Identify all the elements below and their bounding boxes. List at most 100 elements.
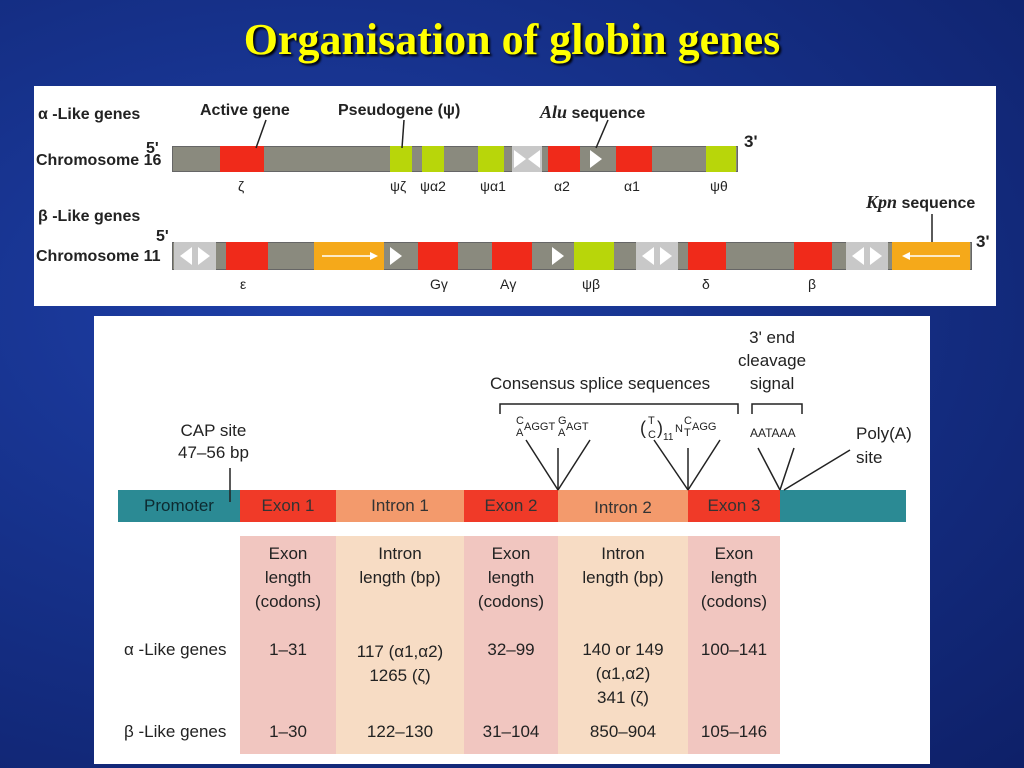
svg-text:A: A [516,427,524,439]
svg-text:AGT: AGT [566,421,589,433]
svg-text:C: C [684,415,692,427]
psi-zeta-gene-block [390,146,412,172]
chromosome-16-label: Chromosome 5'16 [36,140,162,170]
alpha-exon3-cell: 100–141 [700,640,768,659]
header-line: length [264,568,312,587]
chromosome-text: Chromosome [36,152,140,169]
alu-sequence-label: Alu sequence [540,102,645,123]
beta-intron2-cell: 850–904 [589,722,657,741]
beta-row-label: β -Like genes [124,722,227,741]
beta-arrows-5 [846,242,888,270]
beta-gene-label-psi-beta: ψβ [582,276,601,292]
beta-gene-label-beta: β [808,276,817,292]
intron1-header: Intron length (bp) [336,542,464,590]
exon3-segment [688,490,780,522]
five-prime-beta: 5' [156,228,169,245]
beta-arrows-1 [174,242,216,270]
beta-arrow-2 [386,242,408,270]
header-line: length [710,568,758,587]
beta-gene-block [794,242,832,270]
exon3-label: Exon 3 [707,496,761,515]
header-line: Intron [601,544,645,563]
beta-gene-label-g-gamma: Gγ [430,276,448,292]
kpn-rest: sequence [901,195,976,212]
double-arrow-icon [852,247,882,265]
kpn-element-1 [314,242,384,270]
header-line: Exon [714,544,754,563]
exon1-header: Exon length (codons) [240,542,336,614]
header-line: length [487,568,535,587]
end-cleavage-label: 3' end cleavage signal [738,326,806,395]
alpha-row-label: α -Like genes [124,640,227,659]
beta-like-genes-label: β -Like genes [38,208,141,225]
beta-gene-label-epsilon: ε [240,276,247,292]
alpha-intron1-cell: 117 (α1,α2) 1265 (ζ) [336,640,464,688]
alpha-gene-label-psi-alpha1: ψα1 [480,178,506,194]
beta-exon1-cell: 1–30 [269,722,307,741]
kpn-italic: Kpn [866,192,898,212]
end-cleavage-line2: cleavage [738,351,807,370]
psi-beta-gene-block [574,242,614,270]
exon1-label: Exon 1 [261,496,315,515]
exon3-header: Exon length (codons) [688,542,780,614]
beta-exon3-cell: 105–146 [700,722,768,741]
header-line: (codons) [477,592,545,611]
alpha-gene-label-alpha1: α1 [624,178,640,194]
svg-text:): ) [657,418,663,438]
chromosome-number-16: 16 [143,152,162,169]
cell-line: 341 (ζ) [597,688,649,707]
double-arrow-icon [642,247,672,265]
three-prime-alpha: 3' [744,132,758,151]
kpn-sequence-label: Kpn sequence [866,192,975,213]
right-arrow-icon [390,247,402,265]
psi-alpha2-gene-block [422,146,444,172]
polya-line2: site [856,448,883,467]
exon2-segment [464,490,558,522]
cap-site-label: CAP site 47–56 bp [178,420,249,464]
kpn-left-arrow-icon [902,252,960,260]
svg-text:T: T [648,415,655,427]
gene-structure-panel: Promoter Exon 1 Intron 1 Exon 2 Intron 2… [94,316,930,764]
kpn-right-arrow-icon [322,252,378,260]
svg-text:11: 11 [663,432,674,443]
svg-text:N: N [675,423,683,435]
alpha-intron2-cell: 140 or 149 (α1,α2) 341 (ζ) [558,638,688,710]
a-gamma-gene-block [492,242,532,270]
end-cleavage-line1: 3' end [749,328,795,347]
psi-alpha1-gene-block [478,146,504,172]
header-line: Exon [268,544,308,563]
alpha-pointer-lines [255,119,933,246]
alpha-gene-label-psi-zeta: ψζ [390,178,407,194]
consensus-splice-label: Consensus splice sequences [490,374,711,393]
header-line: (codons) [254,592,322,611]
beta-gene-label-delta: δ [702,276,710,292]
alu-arrow-2 [586,146,606,172]
kpn-element-2 [892,242,970,270]
header-line: length (bp) [359,568,441,587]
svg-text:C: C [648,429,656,441]
cell-line: 1265 (ζ) [369,666,431,685]
alu-element-block [512,146,542,172]
exon3-column-bg [688,536,780,754]
polya-line1: Poly(A) [856,424,912,443]
chromosome-text: Chromosome [36,248,140,265]
intron1-segment [336,490,464,522]
svg-text:A: A [558,427,566,439]
chromosome-11-label: Chromosome 11 [36,248,161,266]
intron2-label: Intron 2 [594,498,652,517]
three-prime-beta: 3' [976,232,990,251]
alu-italic: Alu [540,102,568,122]
polya-site-label: Poly(A) site [856,422,912,470]
exon1-column-bg [240,536,336,754]
beta-intron1-cell: 122–130 [366,722,434,741]
chromosome-number-11: 11 [143,248,161,265]
svg-text:AGG: AGG [692,421,716,433]
alpha1-gene-block [616,146,652,172]
splice-annotation-lines [229,403,851,502]
g-gamma-gene-block [418,242,458,270]
header-line: (codons) [700,592,768,611]
alpha-exon2-cell: 32–99 [487,640,535,659]
beta-arrow-3 [548,242,570,270]
alpha-gene-label-psi-theta: ψθ [710,178,728,194]
header-line: length (bp) [582,568,664,587]
